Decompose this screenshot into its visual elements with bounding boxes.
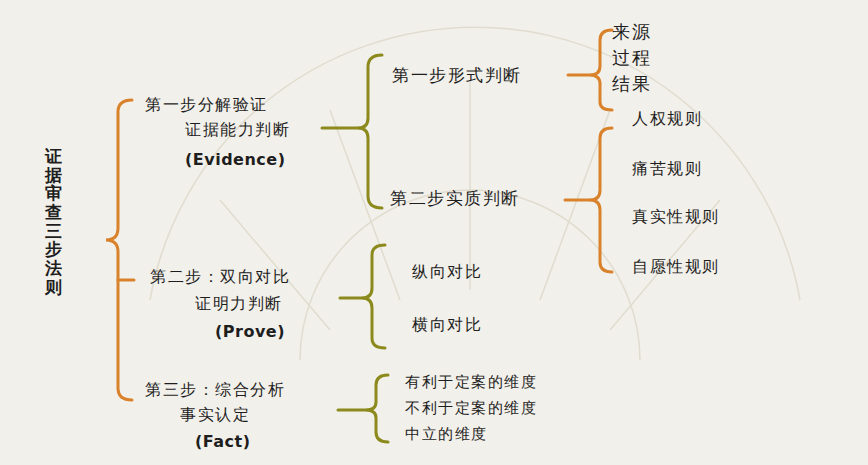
branch-label: (Evidence) <box>185 150 286 169</box>
branch-label: 第三步：综合分析 <box>145 380 285 399</box>
branch-label: 来源 <box>612 22 651 44</box>
bracket <box>322 55 388 442</box>
branch-label: 第二步：双向对比 <box>150 267 290 286</box>
branch-label: 第二步实质判断 <box>390 189 520 209</box>
branch-label: 人权规则 <box>632 109 702 128</box>
branch-label: (Fact) <box>195 432 251 451</box>
branch-label: 真实性规则 <box>632 207 720 226</box>
branch-label: (Prove) <box>215 322 285 341</box>
branch-label: 纵向对比 <box>412 262 482 281</box>
branch-label: 自愿性规则 <box>632 257 720 276</box>
fan-watermark <box>150 27 800 360</box>
branch-label: 横向对比 <box>412 315 482 334</box>
branch-label: 结果 <box>612 74 651 96</box>
branch-label: 第一步形式判断 <box>392 66 522 86</box>
branch-label: 证据能力判断 <box>185 120 290 139</box>
vertical-title: 证据审查三步法则 <box>45 148 62 298</box>
branch-label: 第一步分解验证 <box>145 95 268 114</box>
branch-label: 不利于定案的维度 <box>405 399 537 417</box>
branch-label: 有利于定案的维度 <box>405 373 537 391</box>
bracket <box>106 30 612 400</box>
branch-label: 痛苦规则 <box>632 159 702 178</box>
branch-label: 中立的维度 <box>405 425 488 443</box>
branch-label: 证明力判断 <box>195 294 283 313</box>
branch-label: 事实认定 <box>180 405 250 424</box>
branch-label: 过程 <box>612 48 651 70</box>
